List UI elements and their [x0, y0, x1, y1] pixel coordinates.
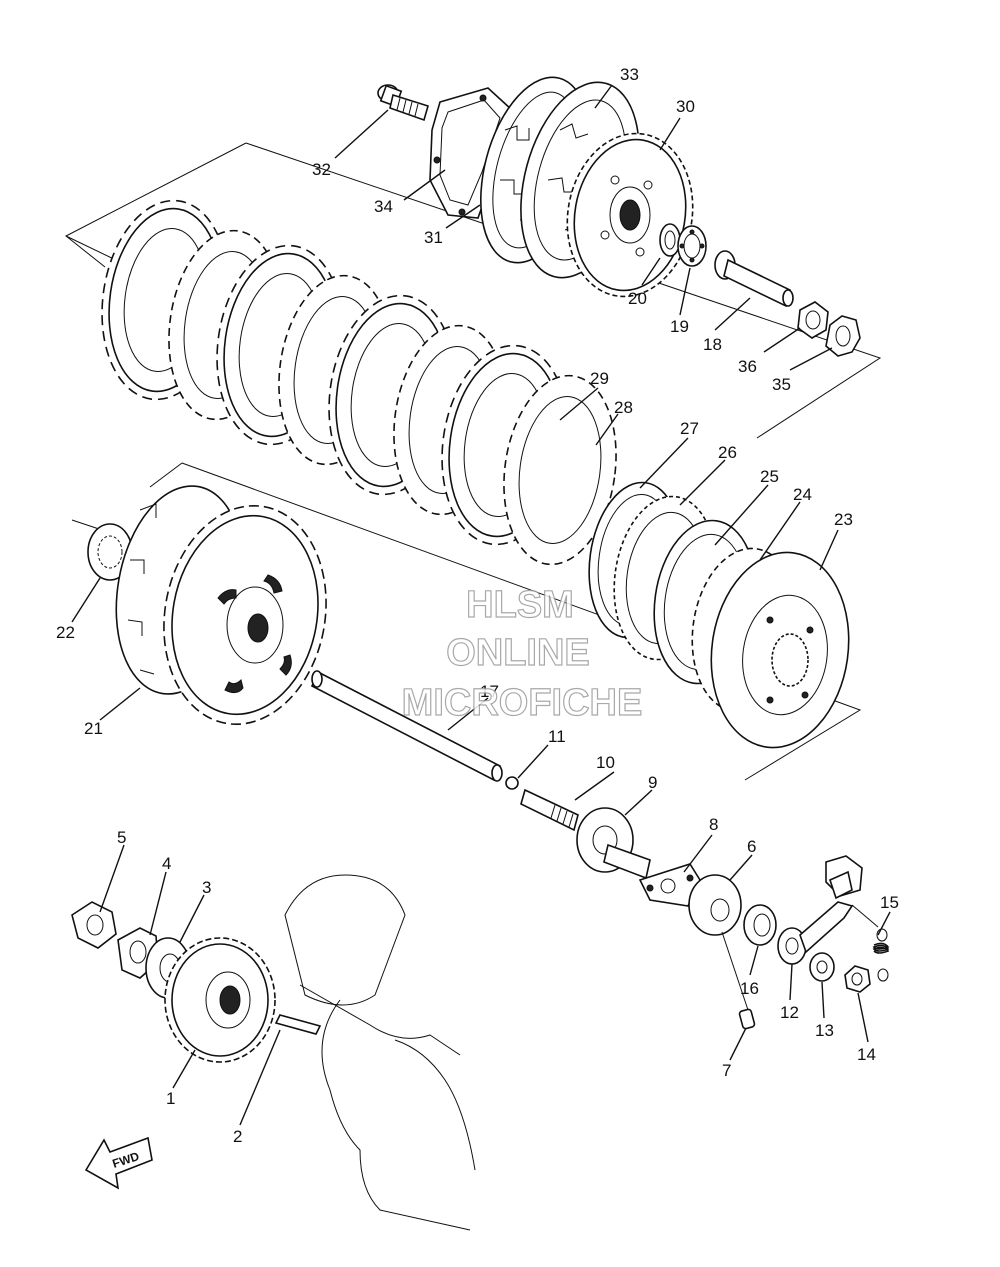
label-21: 21 — [84, 719, 103, 738]
part-32-bolt — [377, 84, 429, 122]
label-28: 28 — [614, 398, 633, 417]
label-7: 7 — [722, 1061, 731, 1080]
label-29: 29 — [590, 369, 609, 388]
crankshaft-phantom-outline — [284, 874, 476, 1231]
label-31: 31 — [424, 228, 443, 247]
part-16-oil-seal — [743, 904, 777, 946]
part-14-nut — [844, 965, 871, 993]
part-23-clutch-boss — [710, 551, 850, 749]
part-17-push-rod — [310, 670, 503, 782]
part-2-key — [274, 1014, 322, 1035]
part-19-bearing — [677, 225, 707, 267]
label-11: 11 — [548, 727, 566, 746]
part-30-pressure-plate — [566, 132, 694, 298]
label-26: 26 — [718, 443, 737, 462]
part-11-ball — [505, 776, 519, 790]
label-27: 27 — [680, 419, 699, 438]
label-20: 20 — [628, 289, 647, 308]
clutch-plate-stack — [101, 199, 617, 566]
label-2: 2 — [233, 1127, 242, 1146]
part-35-lock-washer — [825, 315, 861, 357]
part-labels: 1 2 3 4 5 6 7 8 9 10 11 12 13 14 15 16 1… — [56, 65, 899, 1146]
label-16: 16 — [740, 979, 759, 998]
part-18-pushrod — [714, 250, 794, 308]
label-12: 12 — [780, 1003, 799, 1022]
watermark-line2: ONLINE — [446, 632, 590, 674]
label-9: 9 — [648, 773, 657, 792]
label-1: 1 — [166, 1089, 175, 1108]
label-17: 17 — [480, 682, 499, 701]
label-24: 24 — [793, 485, 812, 504]
part-7-pin — [721, 931, 756, 1030]
label-5: 5 — [117, 828, 126, 847]
watermark-line1: HLSM — [466, 584, 574, 626]
part-12-lever — [777, 855, 863, 965]
label-6: 6 — [747, 837, 756, 856]
part-20-washer — [659, 223, 681, 257]
label-3: 3 — [202, 878, 211, 897]
label-10: 10 — [596, 753, 615, 772]
label-32: 32 — [312, 160, 331, 179]
part-5-nut — [71, 901, 117, 949]
part-21-primary-driven-gear — [115, 485, 327, 726]
label-15: 15 — [880, 893, 899, 912]
label-33: 33 — [620, 65, 639, 84]
leader-lines — [71, 84, 891, 1126]
part-15-spring — [851, 904, 890, 982]
part-10-push-rod — [520, 788, 579, 832]
part-36-nut — [797, 301, 829, 339]
part-6-washer — [688, 874, 742, 936]
watermark-line3: MICROFICHE — [402, 682, 643, 724]
label-35: 35 — [772, 375, 791, 394]
label-36: 36 — [738, 357, 757, 376]
label-30: 30 — [676, 97, 695, 116]
label-4: 4 — [162, 854, 171, 873]
label-19: 19 — [670, 317, 689, 336]
label-8: 8 — [709, 815, 718, 834]
label-18: 18 — [703, 335, 722, 354]
label-13: 13 — [815, 1021, 834, 1040]
part-13-washer — [809, 952, 835, 982]
label-23: 23 — [834, 510, 853, 529]
label-34: 34 — [374, 197, 393, 216]
part-9-lever-shaft — [576, 807, 651, 880]
label-22: 22 — [56, 623, 75, 642]
part-1-primary-drive-gear — [164, 937, 276, 1063]
label-14: 14 — [857, 1045, 876, 1064]
watermark: HLSM ONLINE MICROFICHE — [401, 583, 643, 724]
label-25: 25 — [760, 467, 779, 486]
fwd-arrow-icon: FWD — [84, 1136, 153, 1190]
